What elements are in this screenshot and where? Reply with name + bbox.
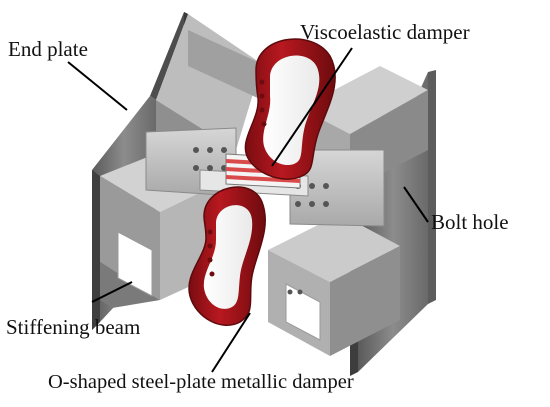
label-end-plate: End plate bbox=[8, 37, 88, 61]
upper-o-shaped-damper bbox=[244, 38, 336, 180]
label-o-shaped-damper: O-shaped steel-plate metallic damper bbox=[48, 371, 354, 393]
leader-o-shaped bbox=[211, 312, 251, 373]
leader-end-plate bbox=[67, 61, 128, 111]
label-viscoelastic-damper: Viscoelastic damper bbox=[300, 20, 470, 44]
label-bolt-hole: Bolt hole bbox=[431, 210, 509, 234]
label-stiffening-beam: Stiffening beam bbox=[6, 315, 141, 339]
leader-bolt-hole bbox=[403, 186, 429, 223]
lower-o-shaped-damper bbox=[188, 186, 266, 327]
leader-lines bbox=[67, 47, 429, 373]
leader-viscoelastic bbox=[271, 47, 353, 167]
lower-right-stiffening-box bbox=[268, 214, 400, 356]
leader-stiffening-beam bbox=[91, 281, 133, 303]
